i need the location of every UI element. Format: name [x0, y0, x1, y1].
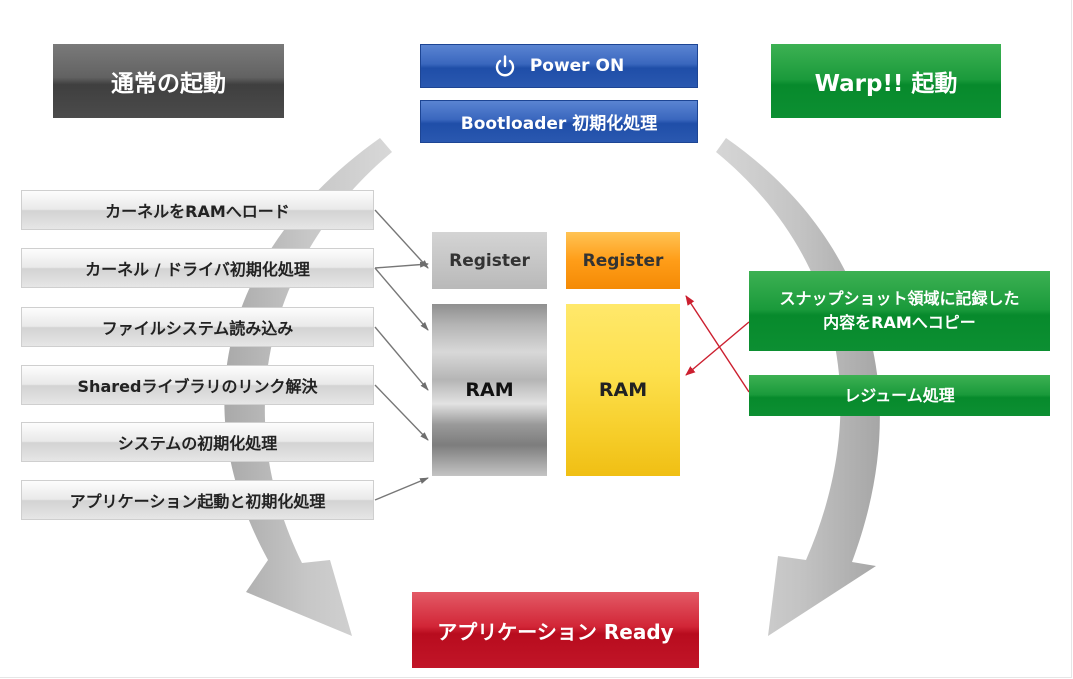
register-warp: Register	[566, 232, 680, 289]
power-on-label: Power ON	[529, 56, 625, 76]
power-on-box: Power ON	[420, 44, 698, 88]
snapshot-line-2: 内容をRAMへコピー	[823, 313, 976, 332]
ram-normal: RAM	[432, 304, 547, 476]
step-app-launch-init: アプリケーション起動と初期化処理	[21, 480, 374, 520]
ram-warp: RAM	[566, 304, 680, 476]
step-kernel-driver-init: カーネル / ドライバ初期化処理	[21, 248, 374, 288]
step-shared-lib-link: Sharedライブラリのリンク解決	[21, 365, 374, 405]
warp-boot-header: Warp!! 起動	[771, 44, 1001, 118]
register-normal: Register	[432, 232, 547, 289]
power-icon	[495, 55, 515, 77]
warp-step-connectors	[685, 295, 750, 393]
bootloader-init-box: Bootloader 初期化処理	[420, 100, 698, 143]
step-system-init: システムの初期化処理	[21, 422, 374, 462]
app-ready-box: アプリケーション Ready	[412, 592, 699, 668]
normal-boot-header: 通常の起動	[53, 44, 284, 118]
snapshot-line-1: スナップショット領域に記録した	[779, 289, 1020, 308]
step-snapshot-copy: スナップショット領域に記録した 内容をRAMへコピー	[749, 271, 1050, 351]
step-filesystem-load: ファイルシステム読み込み	[21, 307, 374, 347]
normal-step-connectors	[374, 209, 429, 501]
step-resume: レジューム処理	[749, 375, 1050, 416]
step-kernel-load: カーネルをRAMへロード	[21, 190, 374, 230]
warp-boot-flow-arrow	[716, 138, 880, 636]
